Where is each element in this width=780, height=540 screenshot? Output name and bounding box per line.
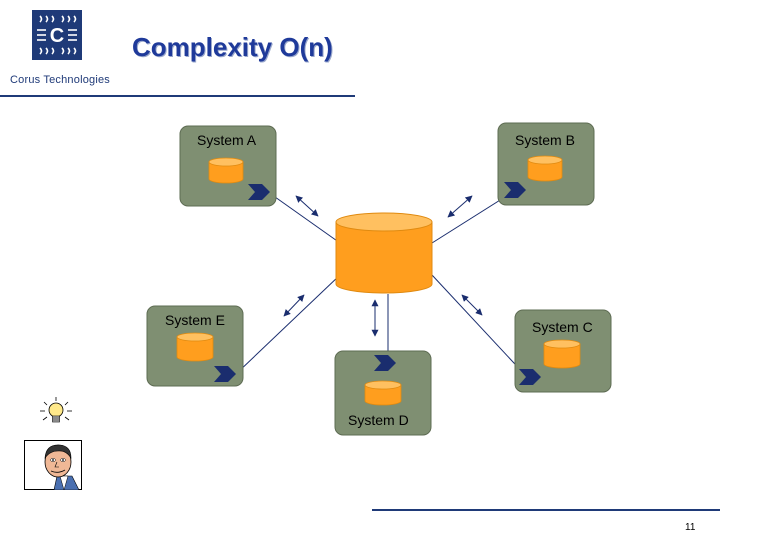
line-e <box>235 274 341 375</box>
system-c-label: System C <box>532 319 593 335</box>
person-clipart-icon <box>24 440 82 490</box>
lightbulb-icon <box>40 397 72 423</box>
page-title: Complexity O(n) <box>132 32 333 62</box>
system-b-box <box>497 122 595 206</box>
system-b-label: System B <box>515 132 575 148</box>
system-d-label: System D <box>348 412 409 428</box>
database-icon <box>208 157 244 184</box>
connector-arrow-icon <box>519 369 541 385</box>
svg-text:C: C <box>50 25 64 47</box>
connector-arrow-icon <box>214 366 236 382</box>
system-c-box <box>514 309 612 393</box>
connector-arrow-icon <box>504 182 526 198</box>
connector-arrow-icon <box>374 355 396 371</box>
double-arrow-icon <box>447 195 473 218</box>
database-icon <box>527 155 563 182</box>
system-d-box <box>334 350 432 436</box>
database-icon <box>176 332 214 362</box>
header-rule <box>0 95 355 97</box>
corus-logo-icon: C <box>32 10 82 60</box>
database-icon <box>543 339 581 369</box>
brand-name: Corus Technologies <box>10 74 111 86</box>
double-arrow-icon <box>461 294 483 316</box>
page-number: 11 <box>685 522 696 533</box>
system-e-label: System E <box>165 312 225 328</box>
connector-arrow-icon <box>248 184 270 200</box>
database-icon <box>364 380 402 406</box>
double-arrow-icon <box>295 195 319 217</box>
system-a-box <box>179 125 277 207</box>
central-hub-database <box>335 212 433 294</box>
system-e-box <box>146 305 244 387</box>
system-a-label: System A <box>197 132 257 148</box>
double-arrows <box>283 195 483 337</box>
double-arrow-icon <box>283 294 305 317</box>
line-a <box>267 191 341 244</box>
line-c <box>431 274 528 378</box>
footer-rule <box>372 509 720 511</box>
